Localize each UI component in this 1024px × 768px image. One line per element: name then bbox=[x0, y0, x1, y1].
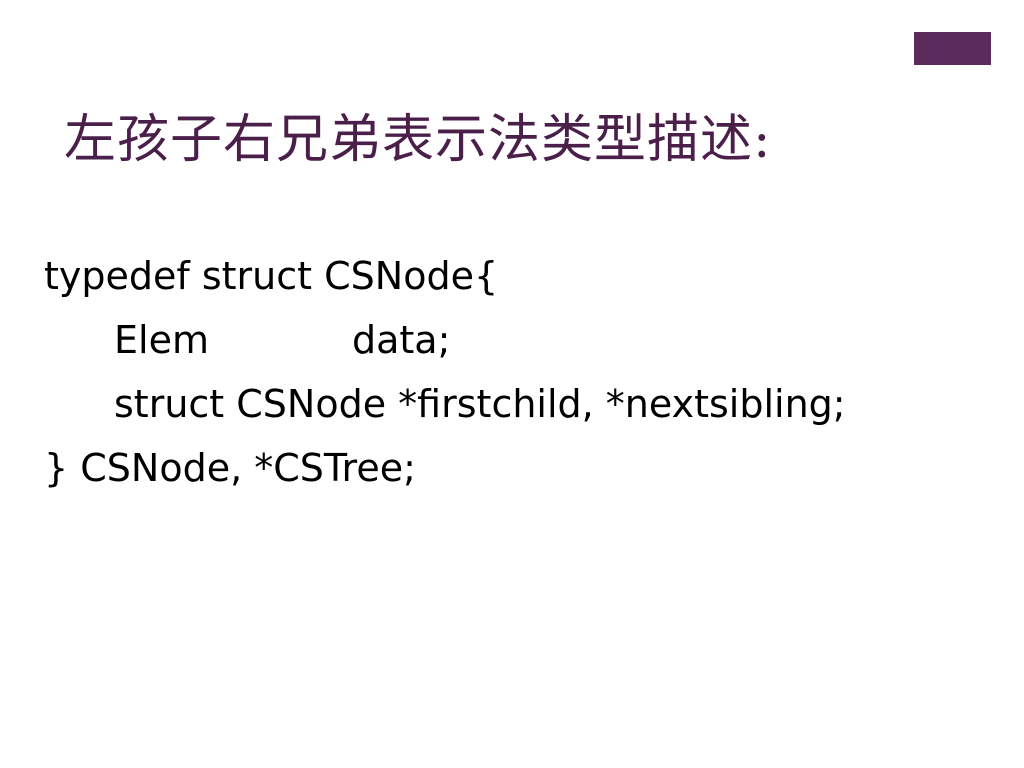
code-line-closing: } CSNode, *CSTree; bbox=[44, 446, 416, 490]
code-elem-field: data; bbox=[352, 318, 451, 362]
code-line-elem: Elem data; bbox=[44, 308, 846, 372]
slide-title: 左孩子右兄弟表示法类型描述: bbox=[64, 110, 772, 170]
code-block: typedef struct CSNode{ Elem data; struct… bbox=[44, 244, 846, 500]
code-line-typedef: typedef struct CSNode{ bbox=[44, 254, 499, 298]
code-line-pointers: struct CSNode *firstchild, *nextsibling; bbox=[114, 382, 846, 426]
code-elem-type: Elem bbox=[114, 318, 209, 362]
accent-block bbox=[914, 32, 991, 65]
